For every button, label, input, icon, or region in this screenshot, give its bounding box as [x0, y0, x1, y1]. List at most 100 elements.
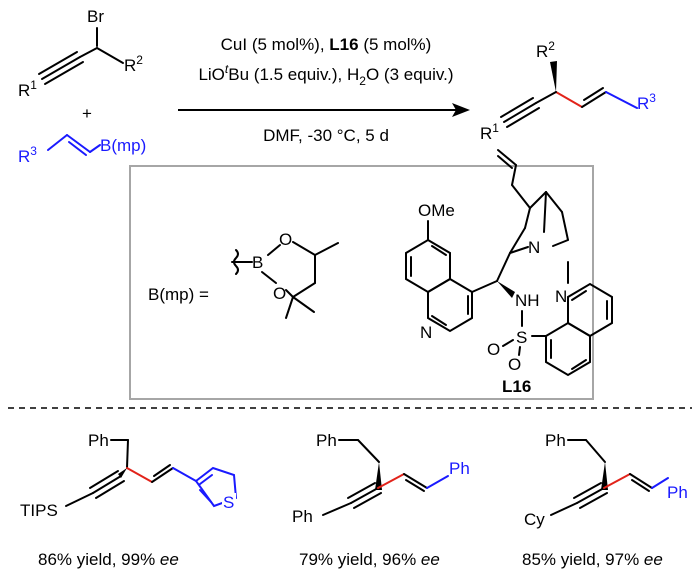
- ex1-new-bond: [126, 467, 153, 483]
- mq-b-inner-2: [571, 290, 587, 301]
- c9-c8-bond: [496, 252, 511, 282]
- vinyl-bond-1: [511, 184, 531, 209]
- example-2: Ph Ph Ph 79% yield, 96% ee: [292, 431, 470, 569]
- ex3-alkene-a: [629, 473, 653, 489]
- ex1-triple-b: [89, 470, 119, 489]
- ex3-chain-2: [585, 439, 606, 463]
- quin-bond-8: [543, 191, 547, 233]
- sulfonyl-oxygen-a: O: [487, 340, 500, 359]
- ex1-alkyne-substituent: TIPS: [20, 501, 58, 520]
- ex2-yield: 79% yield, 96% ee: [299, 550, 440, 569]
- ex2-triple-b: [347, 482, 376, 499]
- thiophene-inner-2: [199, 489, 212, 503]
- propargyl-bromide: Br R2 R1: [18, 7, 143, 100]
- ex3-yield: 85% yield, 97% ee: [522, 550, 663, 569]
- product-alkyne-bond: [535, 91, 557, 104]
- o-ch-bond: [292, 241, 316, 256]
- bmp-label: B(mp): [100, 136, 146, 155]
- ex1-aryl-bond: [172, 467, 197, 482]
- product-r2-label: R2: [536, 39, 555, 61]
- quinoline-ring-b: [427, 277, 473, 333]
- b-o-top-bond: [267, 244, 281, 256]
- oxygen-bottom: O: [273, 284, 286, 303]
- arrow-head: [452, 103, 470, 117]
- ex3-ph-label: Ph: [545, 431, 566, 450]
- mq-a-inner-2: [571, 359, 587, 370]
- s-o-bond-a: [502, 339, 514, 347]
- ex3-aryl-label: Ph: [667, 483, 688, 502]
- quinoline-ring-a: [405, 238, 451, 294]
- r3-label: R3: [18, 144, 37, 166]
- triple-bond-a: [41, 56, 81, 80]
- gem-methyl-a: [285, 296, 294, 319]
- quinuclidine-nitrogen: N: [528, 238, 540, 257]
- ex2-alkyne-substituent: Ph: [292, 507, 313, 526]
- conditions-line-3: DMF, -30 °C, 5 d: [263, 126, 389, 145]
- c-alkyne-bond: [79, 47, 98, 58]
- methylquinoline-ring-a: [545, 321, 591, 377]
- thiophene-inner-1: [199, 474, 213, 485]
- alkene-double-a: [581, 91, 607, 108]
- sulfonamide-nh: NH: [515, 291, 540, 310]
- cme2-o-bond: [285, 289, 294, 298]
- vinyl-double-b: [68, 141, 87, 156]
- quin-bond-6: [552, 239, 569, 247]
- ex1-triple-c: [95, 480, 125, 499]
- ex3-triple-c: [579, 492, 608, 509]
- thiophene-sulfur: S: [223, 493, 234, 512]
- ch-methyl-bond: [314, 242, 339, 256]
- r2-label: R2: [124, 53, 143, 75]
- plus-sign: +: [82, 104, 92, 123]
- quinoline-nitrogen: N: [420, 323, 432, 342]
- vinyl-double-2: [497, 155, 513, 169]
- ex1-chain-2: [126, 439, 129, 469]
- vinyl-boronate: R3 B(mp): [18, 134, 146, 166]
- triple-bond-c: [44, 61, 84, 85]
- ex2-ph-bond: [322, 502, 352, 516]
- ex2-alkene-a: [403, 473, 428, 489]
- quin-bond-7: [509, 246, 529, 254]
- r1-label: R1: [18, 78, 37, 100]
- conditions: CuI (5 mol%), L16 (5 mol%) LiOtBu (1.5 e…: [178, 35, 470, 145]
- thiophene-s-bg: [222, 493, 236, 509]
- conditions-line-1: CuI (5 mol%), L16 (5 mol%): [221, 35, 432, 54]
- alkene-double-b: [583, 87, 604, 101]
- ex1-yield: 86% yield, 99% ee: [38, 550, 179, 569]
- conditions-line-2: LiOtBu (1.5 equiv.), H2O (3 equiv.): [198, 62, 453, 88]
- quinoline-ring-a-inner-2: [431, 245, 447, 256]
- product-r1-label: R1: [480, 121, 499, 143]
- ex2-alkene-b: [405, 479, 425, 492]
- ex3-cy-bond: [550, 502, 578, 516]
- quinoline-ring-b-inner-2: [431, 315, 447, 326]
- product-triple-b: [500, 97, 534, 118]
- ex2-new-bond: [377, 473, 405, 489]
- product: R2 R3 R1: [480, 39, 656, 143]
- s-o-bond-b: [518, 346, 521, 356]
- ligand-box: [129, 165, 594, 400]
- ex2-ph-label: Ph: [316, 431, 337, 450]
- triple-bond-b: [38, 51, 78, 75]
- oxygen-top: O: [279, 230, 292, 249]
- ex2-wedge: [375, 462, 382, 490]
- quin-bond-4: [545, 191, 563, 213]
- c9-wedge: [497, 281, 515, 298]
- quin-bond-2: [524, 207, 531, 229]
- example-3: Ph Cy Ph 85% yield, 97% ee: [522, 431, 688, 569]
- ex3-alkyne-substituent: Cy: [524, 510, 545, 529]
- ex3-new-bond: [603, 473, 631, 489]
- alkene-r3-bond: [605, 91, 638, 109]
- quin-bond-3: [529, 191, 547, 209]
- vinyl-double-a: [66, 134, 91, 153]
- product-triple-a: [503, 102, 537, 123]
- new-cc-bond: [555, 91, 583, 108]
- ex2-aryl-bond: [426, 475, 449, 489]
- ex1-ph-label: Ph: [88, 431, 109, 450]
- ex1-alkene-a: [151, 467, 174, 483]
- methylquinoline-ring-b: [567, 282, 613, 338]
- ex1-alkene-b: [153, 464, 171, 477]
- ligand-label: L16: [502, 377, 531, 396]
- product-r3-label: R3: [637, 91, 656, 113]
- ex1-tips-bond: [65, 492, 94, 507]
- ex1-triple-a: [92, 475, 122, 494]
